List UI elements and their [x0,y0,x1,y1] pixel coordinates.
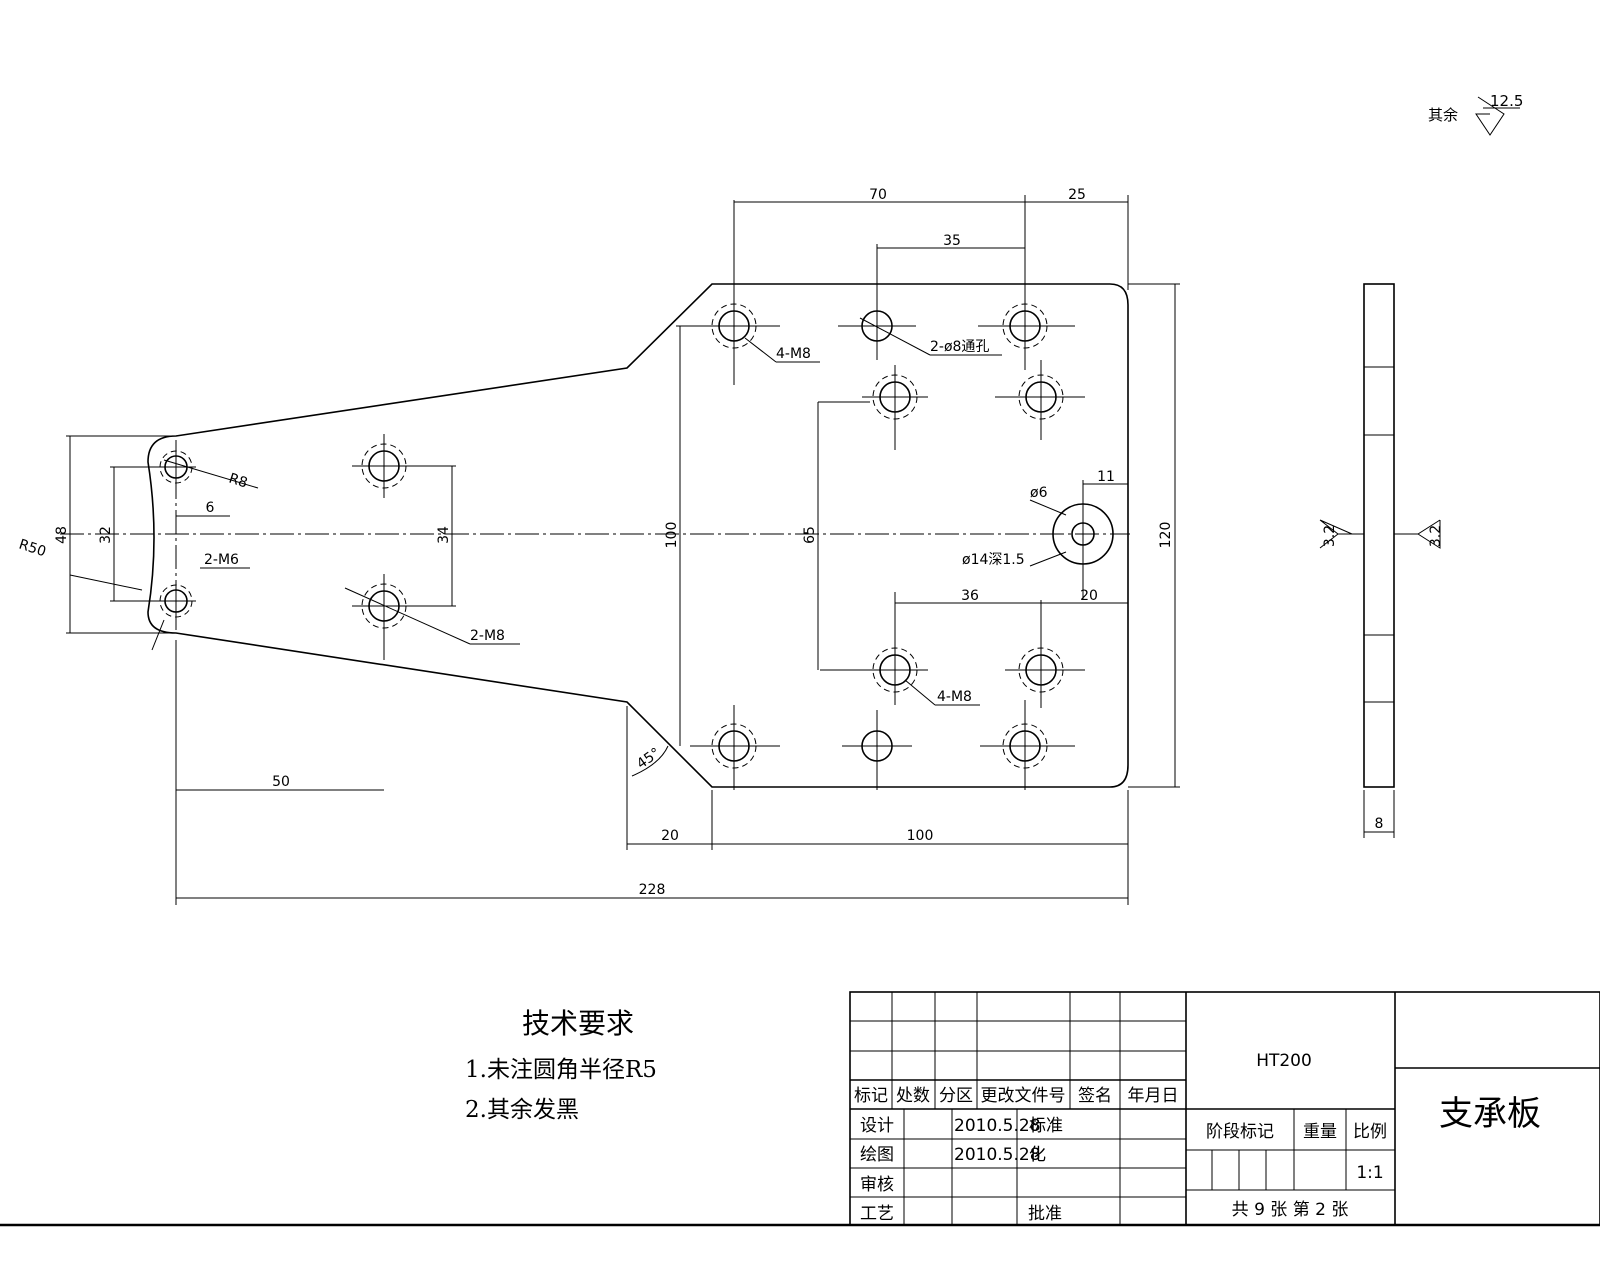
callout-phi6: ø6 [1030,485,1048,501]
dim-32: 32 [98,526,114,544]
dim-34: 34 [436,526,452,544]
design-standard: 标准 [1029,1116,1063,1136]
role-review: 审核 [860,1175,894,1195]
callout-4-m8-bottom: 4-M8 [937,689,972,705]
callout-4-m8-top: 4-M8 [776,346,811,362]
dim-120: 120 [1158,522,1174,549]
dim-100-vertical: 100 [664,522,680,549]
dim-228: 228 [639,882,666,898]
hole-inner-tl [862,365,928,450]
dim-100-bottom: 100 [907,828,934,844]
dimension-lines [66,195,1180,905]
header-mark: 标记 [854,1086,888,1106]
tech-heading: 技术要求 [522,1007,634,1040]
callout-2-m6: 2-M6 [204,552,239,568]
hole-phi6-counterbore [1052,480,1114,600]
plate-outline [147,283,1129,788]
approve-label: 批准 [1028,1204,1062,1224]
roughness-prefix: 其余 [1428,106,1458,124]
dim-6: 6 [206,500,215,516]
dim-70: 70 [869,187,887,203]
hole-corner-tr [978,200,1075,370]
header-zone: 分区 [939,1086,973,1106]
hole-corner-br [980,700,1075,790]
header-change-doc: 更改文件号 [981,1086,1066,1106]
callout-r50: R50 [17,537,48,561]
technical-requirements: 技术要求 1.未注圆角半径R5 2.其余发黑 [465,1007,657,1123]
dim-20-bottom: 20 [661,828,679,844]
drawing-date: 2010.5.28 [954,1145,1041,1165]
dim-20-right: 20 [1080,588,1098,604]
tech-item-2: 2.其余发黑 [465,1097,579,1123]
surface-roughness-note: 其余 12.5 [1428,92,1523,136]
dim-angle-45: 45° [634,745,664,772]
role-process: 工艺 [860,1204,894,1224]
dim-35: 35 [943,233,961,249]
hole-corner-bl [690,705,780,790]
dim-36: 36 [961,588,979,604]
callout-r8: R8 [227,471,250,492]
scale-value: 1:1 [1356,1163,1383,1183]
scale-label: 比例 [1353,1122,1387,1142]
drawing-suffix: 化 [1029,1145,1046,1165]
callout-2-m8: 2-M8 [470,628,505,644]
design-date: 2010.5.28 [954,1116,1041,1136]
leader-lines [69,317,1067,706]
side-roughness-left: 3.2 [1322,525,1338,547]
header-date: 年月日 [1128,1086,1179,1106]
header-count: 处数 [896,1086,930,1106]
dim-25: 25 [1068,187,1086,203]
dim-48: 48 [54,526,70,544]
callout-texts: 4-M8 2-ø8通孔 4-M8 2-M8 2-M6 R8 R50 ø6 ø14… [17,339,1048,705]
title-block: HT200 支承板 标记 处数 分区 更改文件号 签名 年月日 设计 绘图 审核… [0,991,1600,1227]
hole-inner-br [1005,600,1085,708]
hole-corner-tl [676,200,780,385]
side-roughness-right: 3.2 [1428,525,1444,547]
hole-m8-bottom [352,574,416,660]
sheet-count: 共 9 张 第 2 张 [1232,1200,1349,1220]
weight-label: 重量 [1303,1122,1337,1142]
tech-item-1: 1.未注圆角半径R5 [465,1057,657,1083]
dim-11: 11 [1097,469,1115,485]
role-drawing: 绘图 [860,1145,894,1165]
hole-inner-bl [820,592,928,705]
dimension-texts: 70 25 35 120 100 65 48 32 34 6 11 36 20 … [54,187,1174,898]
dim-65: 65 [802,526,818,544]
hole-inner-tr [995,360,1085,440]
part-name: 支承板 [1439,1094,1541,1134]
role-design: 设计 [860,1116,894,1136]
callout-phi14: ø14深1.5 [962,552,1025,568]
stage-label: 阶段标记 [1206,1122,1274,1142]
roughness-value: 12.5 [1490,92,1523,110]
header-signature: 签名 [1078,1086,1112,1106]
hole-phi8-bottom [842,710,912,790]
callout-2-phi8: 2-ø8通孔 [930,339,989,355]
dim-thickness: 8 [1375,816,1384,832]
side-view: 8 3.2 3.2 [1319,283,1444,838]
dim-50: 50 [272,774,290,790]
material: HT200 [1256,1051,1312,1071]
hole-phi8-top [838,244,916,360]
